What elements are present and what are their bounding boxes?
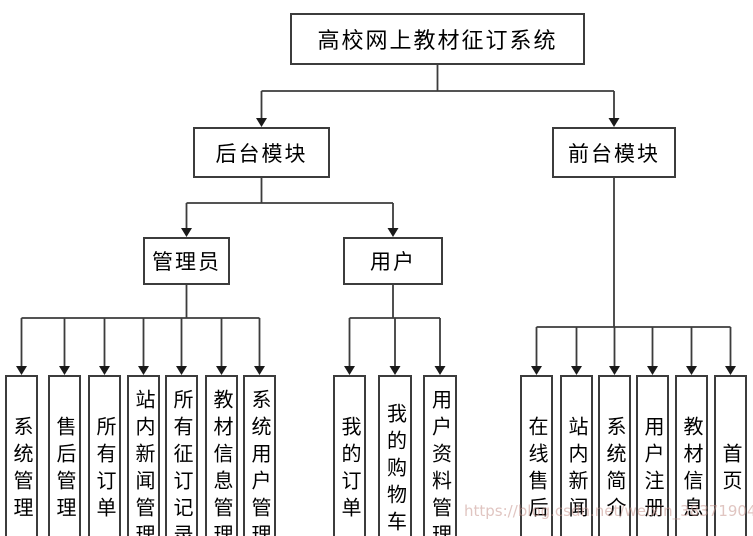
arrowhead-icon — [389, 366, 401, 375]
watermark-url: https://blog.csdn.net/weixin_38371904 — [464, 502, 753, 520]
node-admin: 管理员 — [143, 237, 230, 285]
node-label: 用户资料管理 — [428, 389, 451, 536]
node-l7: 系统用户管理 — [243, 375, 276, 536]
node-label: 前台模块 — [568, 141, 660, 166]
node-label: 用户注册 — [641, 416, 663, 524]
arrowhead-icon — [254, 366, 265, 375]
node-label: 所有订单 — [93, 416, 115, 524]
arrowhead-icon — [608, 118, 620, 127]
arrowhead-icon — [181, 228, 192, 237]
node-label: 教材信息 — [680, 416, 702, 524]
node-l6: 教材信息管理 — [205, 375, 238, 536]
arrowhead-icon — [344, 366, 355, 375]
arrowhead-icon — [686, 366, 697, 375]
node-l2: 售后管理 — [48, 375, 81, 536]
arrowhead-icon — [59, 366, 70, 375]
node-r2: 站内新闻 — [560, 375, 593, 536]
arrowhead-icon — [256, 118, 267, 127]
node-label: 用户 — [370, 250, 416, 274]
arrowhead-icon — [609, 366, 620, 375]
node-l4: 站内新闻管理 — [127, 375, 160, 536]
node-label: 售后管理 — [53, 416, 75, 524]
node-label: 在线售后 — [525, 416, 547, 524]
node-r4: 用户注册 — [636, 375, 669, 536]
arrowhead-icon — [647, 366, 658, 375]
arrowhead-icon — [571, 366, 582, 375]
node-r6: 首页 — [714, 375, 747, 536]
node-l3: 所有订单 — [88, 375, 121, 536]
node-m3: 用户资料管理 — [423, 375, 457, 536]
arrowhead-icon — [434, 366, 446, 375]
node-l1: 系统管理 — [5, 375, 38, 536]
node-label: 我的购物车 — [383, 402, 406, 536]
node-label: 高校网上教材征订系统 — [317, 28, 558, 53]
node-label: 站内新闻 — [565, 416, 587, 524]
arrowhead-icon — [16, 366, 27, 375]
node-label: 系统管理 — [10, 416, 32, 524]
node-l5: 所有征订记录 — [165, 375, 198, 536]
node-r3: 系统简介 — [598, 375, 631, 536]
arrowhead-icon — [138, 366, 149, 375]
node-backend: 后台模块 — [193, 127, 330, 178]
arrowhead-icon — [216, 366, 227, 375]
node-root: 高校网上教材征订系统 — [290, 13, 585, 65]
node-user: 用户 — [343, 237, 443, 285]
node-label: 首页 — [719, 443, 741, 497]
arrowhead-icon — [176, 366, 187, 375]
node-r1: 在线售后 — [520, 375, 553, 536]
arrowhead-icon — [387, 228, 399, 237]
node-label: 站内新闻管理 — [132, 389, 154, 536]
node-label: 管理员 — [152, 250, 221, 274]
node-m2: 我的购物车 — [378, 375, 412, 536]
node-frontend: 前台模块 — [552, 127, 676, 178]
node-label: 教材信息管理 — [210, 389, 232, 536]
node-label: 所有征订记录 — [170, 389, 192, 536]
node-m1: 我的订单 — [333, 375, 366, 536]
node-label: 系统简介 — [603, 416, 625, 524]
node-r5: 教材信息 — [675, 375, 708, 536]
node-label: 我的订单 — [338, 416, 360, 524]
arrowhead-icon — [99, 366, 110, 375]
arrowhead-icon — [531, 366, 542, 375]
node-label: 后台模块 — [215, 141, 308, 166]
arrowhead-icon — [725, 366, 736, 375]
node-label: 系统用户管理 — [248, 389, 270, 536]
